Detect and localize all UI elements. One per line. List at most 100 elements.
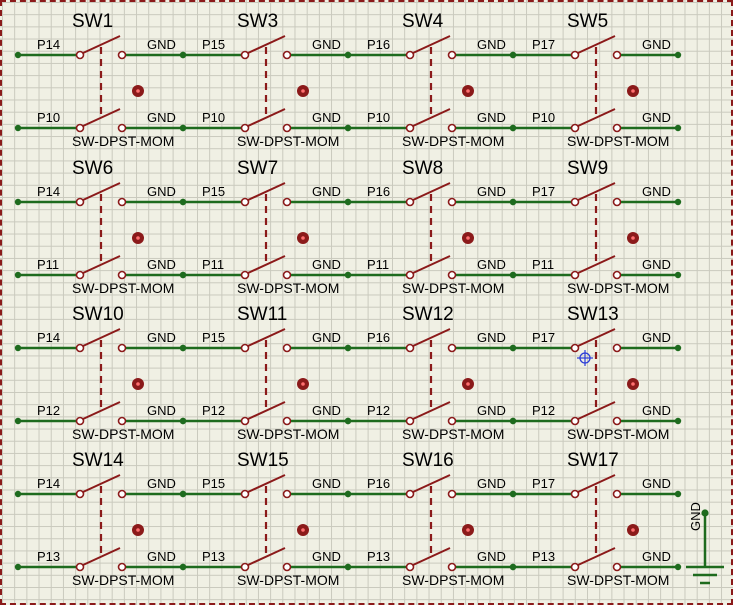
top-input-label: P16 <box>367 330 390 345</box>
bottom-input-label: P10 <box>532 110 555 125</box>
top-contact-right <box>612 343 622 353</box>
part-type-label: SW-DPST-MOM <box>72 280 174 296</box>
origin-marker-center <box>466 528 470 532</box>
bottom-contact-right <box>612 562 622 572</box>
bottom-switch-blade <box>247 547 286 566</box>
top-gnd-label: GND <box>477 37 506 52</box>
top-contact-left <box>405 489 415 499</box>
top-switch-blade <box>577 474 616 493</box>
bottom-switch-blade <box>412 547 451 566</box>
bottom-gnd-label: GND <box>147 110 176 125</box>
ground-symbol[interactable]: GND <box>686 502 724 585</box>
top-contact-right <box>447 50 457 60</box>
bottom-contact-left <box>405 562 415 572</box>
top-input-label: P15 <box>202 184 225 199</box>
bottom-contact-left <box>570 123 580 133</box>
top-gnd-label: GND <box>642 330 671 345</box>
origin-marker-center <box>631 236 635 240</box>
top-input-terminal <box>14 344 22 352</box>
top-input-terminal <box>509 344 517 352</box>
bottom-switch-blade <box>412 108 451 127</box>
top-gnd-terminal <box>674 198 682 206</box>
switch-designator: SW14 <box>72 450 124 471</box>
top-input-label: P15 <box>202 330 225 345</box>
switch-designator: SW3 <box>237 11 278 32</box>
origin-marker-center <box>136 236 140 240</box>
top-input-label: P14 <box>37 476 60 491</box>
part-type-label: SW-DPST-MOM <box>72 572 174 588</box>
origin-marker-center <box>466 382 470 386</box>
bottom-gnd-label: GND <box>312 257 341 272</box>
bottom-contact-left <box>405 416 415 426</box>
switch-designator: SW17 <box>567 450 619 471</box>
bottom-gnd-label: GND <box>642 110 671 125</box>
bottom-gnd-label: GND <box>312 110 341 125</box>
bottom-input-terminal <box>509 563 517 571</box>
bottom-gnd-label: GND <box>477 257 506 272</box>
bottom-input-terminal <box>179 271 187 279</box>
bottom-switch-blade <box>412 401 451 420</box>
top-contact-right <box>612 197 622 207</box>
top-switch-blade <box>247 474 286 493</box>
origin-marker-center <box>301 528 305 532</box>
top-input-terminal <box>179 51 187 59</box>
top-contact-left <box>405 343 415 353</box>
bottom-gnd-label: GND <box>477 403 506 418</box>
bottom-contact-right <box>117 416 127 426</box>
bottom-input-label: P12 <box>202 403 225 418</box>
bottom-gnd-label: GND <box>312 403 341 418</box>
top-gnd-label: GND <box>477 330 506 345</box>
bottom-input-terminal <box>179 417 187 425</box>
bottom-input-label: P12 <box>367 403 390 418</box>
top-input-label: P17 <box>532 476 555 491</box>
bottom-input-terminal <box>344 417 352 425</box>
top-contact-left <box>240 50 250 60</box>
top-contact-right <box>117 50 127 60</box>
bottom-contact-left <box>75 123 85 133</box>
top-switch-blade <box>412 35 451 54</box>
top-input-terminal <box>179 490 187 498</box>
top-gnd-label: GND <box>312 476 341 491</box>
bottom-input-terminal <box>14 563 22 571</box>
top-contact-left <box>75 50 85 60</box>
bottom-contact-right <box>447 270 457 280</box>
top-input-terminal <box>509 51 517 59</box>
top-gnd-label: GND <box>642 37 671 52</box>
bottom-contact-left <box>405 123 415 133</box>
top-switch-blade <box>82 35 121 54</box>
part-type-label: SW-DPST-MOM <box>402 426 504 442</box>
top-contact-left <box>240 197 250 207</box>
bottom-contact-right <box>117 562 127 572</box>
top-input-label: P17 <box>532 184 555 199</box>
bottom-contact-right <box>282 270 292 280</box>
origin-marker-center <box>136 382 140 386</box>
bottom-gnd-terminal <box>674 124 682 132</box>
top-contact-left <box>75 197 85 207</box>
bottom-contact-right <box>447 416 457 426</box>
bottom-contact-right <box>612 270 622 280</box>
bottom-contact-left <box>240 270 250 280</box>
bottom-contact-left <box>240 123 250 133</box>
switch-designator: SW16 <box>402 450 454 471</box>
switch-designator: SW5 <box>567 11 608 32</box>
bottom-contact-left <box>570 416 580 426</box>
top-contact-left <box>570 50 580 60</box>
